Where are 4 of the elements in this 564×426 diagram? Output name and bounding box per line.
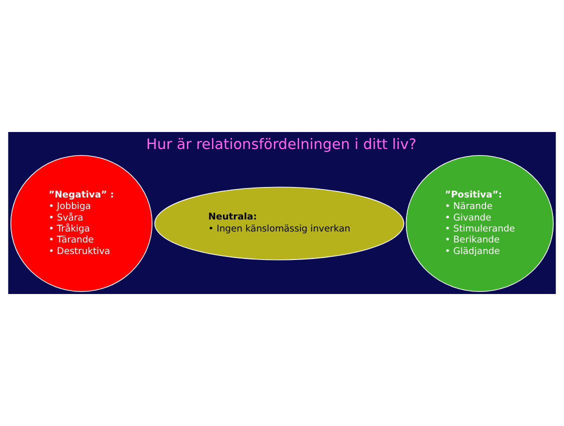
node-circle: ”Negativa” : • Jobbiga • Svåra • Tråkiga • Tärande • Destruktiva bbox=[10, 155, 152, 292]
node-circle: ”Positiva”: • Närande • Givande • Stimulerande • Berikande • Glädjande bbox=[406, 155, 554, 292]
node-ellipse: Neutrala: • Ingen känslomässig inverkan bbox=[154, 186, 404, 260]
diagram-title: Hur är relationsfördelningen i ditt liv? bbox=[146, 136, 416, 153]
